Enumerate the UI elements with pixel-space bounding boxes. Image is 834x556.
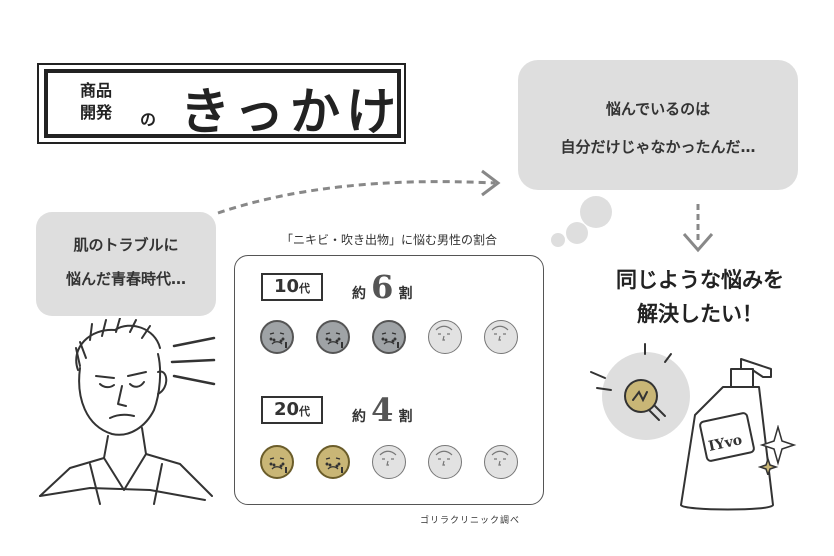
title-small-line2: 開発 (79, 103, 112, 122)
face-normal-icon (428, 320, 462, 354)
solution-line1: 同じような悩みを (616, 268, 784, 292)
age-number: 20 (273, 399, 300, 420)
source-note: ゴリラクリニック調べ (420, 516, 521, 526)
ratio-10s: 約 6 割 (352, 268, 412, 306)
age-unit: 代 (299, 282, 311, 295)
left-bubble-text: 肌のトラブルに 悩んだ青春時代… (36, 228, 216, 296)
left-bubble-line2: 悩んだ青春時代… (65, 270, 186, 288)
title-small-line1: 商品 (79, 81, 112, 100)
down-arrow-icon (682, 204, 714, 253)
title-small-text: 商品 開発 (76, 80, 116, 124)
faces-row-20s (260, 445, 530, 485)
thought-dot-large (580, 196, 612, 228)
title-particle: の (140, 110, 157, 129)
face-normal-icon (484, 320, 518, 354)
face-normal-icon (372, 445, 406, 479)
face-affected-icon (260, 320, 294, 354)
worried-man-illustration (39, 318, 213, 505)
age-badge-20s: 20代 (261, 396, 323, 424)
light-bulb-icon (590, 343, 672, 421)
face-normal-icon (484, 445, 518, 479)
face-normal-icon (428, 445, 462, 479)
solution-text: 同じような悩みを 解決したい！ (585, 263, 815, 331)
solution-line2: 解決したい！ (637, 302, 763, 326)
right-bubble-line2: 自分だけじゃなかったんだ… (560, 138, 756, 156)
bottle-label: IYvo (707, 432, 744, 455)
age-unit: 代 (299, 405, 311, 418)
right-bubble-text: 悩んでいるのは 自分だけじゃなかったんだ… (518, 90, 798, 166)
face-affected-icon (316, 445, 350, 479)
panel-caption: 「ニキビ・吹き出物」に悩む男性の割合 (280, 233, 497, 247)
faces-row-10s (260, 320, 530, 360)
dashed-arrow-icon (217, 169, 501, 215)
speech-bubble-right (518, 60, 798, 190)
ratio-about: 約 (352, 409, 366, 425)
age-number: 10 (273, 276, 300, 297)
age-badge-10s: 10代 (261, 273, 323, 301)
left-bubble-line1: 肌のトラブルに (73, 236, 179, 254)
ratio-value: 4 (371, 391, 394, 429)
ratio-about: 約 (352, 286, 366, 302)
product-bottle-icon: IYvo (680, 358, 774, 511)
speech-bubble-left (36, 212, 216, 316)
face-affected-icon (316, 320, 350, 354)
title-frame-inner (44, 69, 401, 138)
thought-dot-small (551, 233, 565, 247)
ratio-20s: 約 4 割 (352, 391, 412, 429)
face-affected-icon (260, 445, 294, 479)
ratio-unit: 割 (398, 409, 413, 425)
face-affected-icon (372, 320, 406, 354)
ratio-value: 6 (371, 268, 394, 306)
stats-panel (234, 255, 544, 505)
sparkle-icon (758, 425, 797, 475)
worry-lines-icon (170, 336, 216, 386)
page-title: きっかけ (180, 82, 402, 141)
ratio-unit: 割 (398, 286, 413, 302)
right-bubble-line1: 悩んでいるのは (605, 100, 711, 118)
thought-dot-medium (566, 222, 588, 244)
title-frame (37, 63, 406, 144)
